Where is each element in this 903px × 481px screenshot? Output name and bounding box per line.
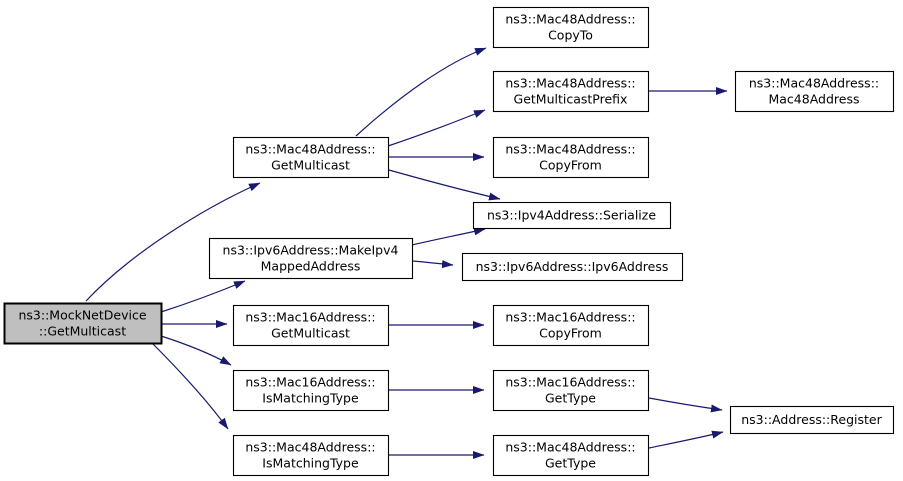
- node-address-register[interactable]: ns3::Address::Register: [729, 405, 895, 435]
- node-box-mac48address-getmulticastprefix[interactable]: [492, 70, 650, 113]
- node-box-mac48address-mac48address[interactable]: [734, 70, 895, 113]
- node-ipv6address-ipv6address[interactable]: ns3::Ipv6Address::Ipv6Address: [461, 252, 684, 282]
- node-box-mac48address-copyto[interactable]: [492, 6, 650, 49]
- node-mac48address-gettype[interactable]: ns3::Mac48Address::GetType: [492, 434, 650, 477]
- edge-mocknetdevice-getmulticast-to-mac48address-ismatchingtype: [151, 342, 229, 430]
- node-mac16address-gettype[interactable]: ns3::Mac16Address::GetType: [492, 369, 650, 412]
- node-box-mac48address-gettype[interactable]: [492, 434, 650, 477]
- edge-mac16address-gettype-to-address-register: [648, 397, 723, 413]
- edge-ipv6address-makeipv4mappedaddress-to-ipv6address-ipv6address: [411, 260, 454, 269]
- edge-mac48address-getmulticast-to-mac48address-copyto: [355, 47, 487, 137]
- edge-ipv6address-makeipv4mappedaddress-to-ipv4address-serialize: [411, 227, 486, 246]
- node-box-mac16address-gettype[interactable]: [492, 369, 650, 412]
- node-mac16address-getmulticast[interactable]: ns3::Mac16Address::GetMulticast: [232, 304, 390, 347]
- node-ipv4address-serialize[interactable]: ns3::Ipv4Address::Serialize: [472, 201, 672, 230]
- node-mac48address-ismatchingtype[interactable]: ns3::Mac48Address::IsMatchingType: [232, 434, 390, 477]
- node-box-mac48address-getmulticast[interactable]: [232, 136, 390, 179]
- node-mac48address-getmulticastprefix[interactable]: ns3::Mac48Address::GetMulticastPrefix: [492, 70, 650, 113]
- node-mac48address-copyto[interactable]: ns3::Mac48Address::CopyTo: [492, 6, 650, 49]
- node-mac48address-mac48address[interactable]: ns3::Mac48Address::Mac48Address: [734, 70, 895, 113]
- node-mocknetdevice-getmulticast[interactable]: ns3::MockNetDevice::GetMulticast: [3, 302, 163, 345]
- node-mac16address-copyfrom[interactable]: ns3::Mac16Address::CopyFrom: [492, 304, 650, 347]
- node-box-address-register[interactable]: [729, 405, 895, 435]
- node-box-mac16address-copyfrom[interactable]: [492, 304, 650, 347]
- node-box-ipv4address-serialize[interactable]: [472, 201, 672, 230]
- edge-mac48address-gettype-to-address-register: [648, 430, 724, 449]
- edge-mocknetdevice-getmulticast-to-ipv6address-makeipv4mappedaddress: [160, 280, 246, 313]
- node-box-mac48address-copyfrom[interactable]: [492, 136, 650, 179]
- node-box-mocknetdevice-getmulticast[interactable]: [3, 302, 163, 345]
- edge-mac48address-getmulticast-to-ipv4address-serialize: [388, 169, 501, 201]
- edge-mocknetdevice-getmulticast-to-mac48address-getmulticast: [85, 182, 261, 302]
- edge-mocknetdevice-getmulticast-to-mac16address-ismatchingtype: [160, 335, 232, 366]
- edge-mac48address-getmulticast-to-mac48address-getmulticastprefix: [387, 109, 486, 147]
- node-mac48address-getmulticast[interactable]: ns3::Mac48Address::GetMulticast: [232, 136, 390, 179]
- node-mac16address-ismatchingtype[interactable]: ns3::Mac16Address::IsMatchingType: [232, 369, 390, 412]
- node-box-mac16address-getmulticast[interactable]: [232, 304, 390, 347]
- node-box-mac48address-ismatchingtype[interactable]: [232, 434, 390, 477]
- node-box-mac16address-ismatchingtype[interactable]: [232, 369, 390, 412]
- node-box-ipv6address-ipv6address[interactable]: [461, 252, 684, 282]
- node-mac48address-copyfrom[interactable]: ns3::Mac48Address::CopyFrom: [492, 136, 650, 179]
- node-box-ipv6address-makeipv4mappedaddress[interactable]: [208, 237, 414, 280]
